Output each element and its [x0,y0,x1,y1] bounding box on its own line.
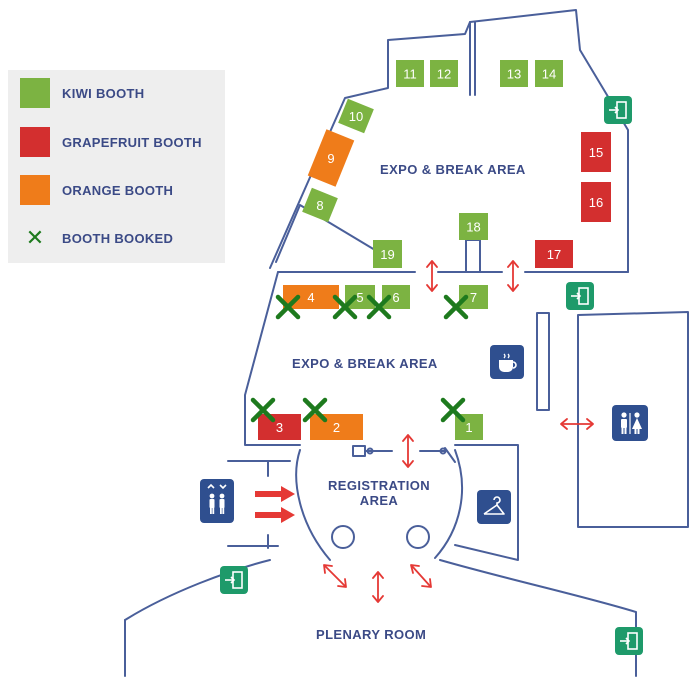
booth-number: 2 [333,420,340,435]
registration-label-line2: AREA [359,493,399,508]
booked-x-icon [250,397,276,423]
restroom-icon [612,405,648,441]
booth-3[interactable]: 3 [258,414,301,440]
legend-item-kiwi: KIWI BOOTH [20,78,144,108]
entrance-arrow-lower [255,507,295,523]
booth-rect [307,129,355,187]
booth-number: 15 [589,145,603,160]
exit-icon [220,566,248,594]
kiwi-swatch [20,78,50,108]
booth-number: 13 [507,67,521,82]
booth-number: 4 [307,290,314,305]
booth-18[interactable]: 18 [459,213,488,240]
booth-rect [535,60,563,87]
legend-label: BOOTH BOOKED [62,230,174,246]
booth-number: 18 [466,220,480,235]
booth-number: 17 [547,247,561,262]
legend-label: ORANGE BOOTH [62,182,174,198]
booth-number: 3 [276,420,283,435]
booked-x-icon: ✕ [25,225,45,251]
booth-8[interactable]: 8 [302,187,338,223]
grapefruit-swatch [20,127,50,157]
registration-label-line1: REGISTRATION [327,478,431,493]
entrance-arrow-upper [255,486,295,502]
elevator-icon [200,479,234,523]
booth-number: 1 [465,420,472,435]
expo-upper-label: EXPO & BREAK AREA [380,162,526,177]
booth-number: 10 [349,109,363,124]
entrance-arrows [255,486,295,523]
booth-rect [302,187,338,223]
booth-9[interactable]: 9 [307,129,355,187]
booked-x-icon [443,294,469,320]
exit-icon [566,282,594,310]
exit-icon [604,96,632,124]
legend-item-orange: ORANGE BOOTH [20,175,173,205]
booth-11[interactable]: 11 [396,60,424,87]
booth-number: 19 [380,247,394,262]
arrow-leftright [560,418,594,430]
booth-12[interactable]: 12 [430,60,458,87]
booth-17[interactable]: 17 [535,240,573,268]
booth-rect [459,213,488,240]
booked-x-icon [302,397,328,423]
booked-x-icon [275,294,301,320]
booth-number: 11 [403,67,417,82]
direction-arrows [323,260,594,603]
booth-number: 7 [470,290,477,305]
booth-number: 12 [437,67,451,82]
arrow-updown-4 [372,571,384,603]
booked-x-icon [366,294,392,320]
booth-16[interactable]: 16 [581,182,611,222]
booth-10[interactable]: 10 [338,98,374,134]
booth-15[interactable]: 15 [581,132,611,172]
legend-label: KIWI BOOTH [62,85,145,101]
arrow-updown-1 [426,260,438,292]
booth-number: 5 [356,290,363,305]
booth-2[interactable]: 2 [310,414,363,440]
booth-rect [373,240,402,268]
booth-rect [535,240,573,268]
cloakroom-icon [477,490,511,524]
legend-item-booked: ✕ BOOTH BOOKED [20,223,173,253]
booth-number: 8 [316,198,323,213]
exit-icon [615,627,643,655]
arrow-updown-2 [507,260,519,292]
legend-item-grapefruit: GRAPEFRUIT BOOTH [20,127,202,157]
booth-number: 16 [589,195,603,210]
booth-14[interactable]: 14 [535,60,563,87]
booth-rect [581,132,611,172]
plenary-label: PLENARY ROOM [316,627,427,642]
legend-label: GRAPEFRUIT BOOTH [62,134,202,150]
booth-rect [430,60,458,87]
booth-number: 14 [542,67,556,82]
booth-rect [500,60,528,87]
booth-rect [396,60,424,87]
booth-rect [338,98,374,134]
coffee-icon [490,345,524,379]
arrow-diag-right [410,564,432,588]
booth-19[interactable]: 19 [373,240,402,268]
booth-number: 6 [392,290,399,305]
booth-rect [581,182,611,222]
orange-swatch [20,175,50,205]
arrow-diag-left [323,564,347,588]
booked-x-icon [440,397,466,423]
legend: KIWI BOOTH GRAPEFRUIT BOOTH ORANGE BOOTH… [8,70,225,263]
expo-lower-label: EXPO & BREAK AREA [292,356,438,371]
registration-label: REGISTRATION AREA [320,478,438,508]
booth-13[interactable]: 13 [500,60,528,87]
booth-rect [310,414,363,440]
walls [124,9,689,677]
booked-x-icon [332,294,358,320]
arrow-updown-3 [402,434,414,468]
booth-number: 9 [327,151,334,166]
booth-rect [258,414,301,440]
